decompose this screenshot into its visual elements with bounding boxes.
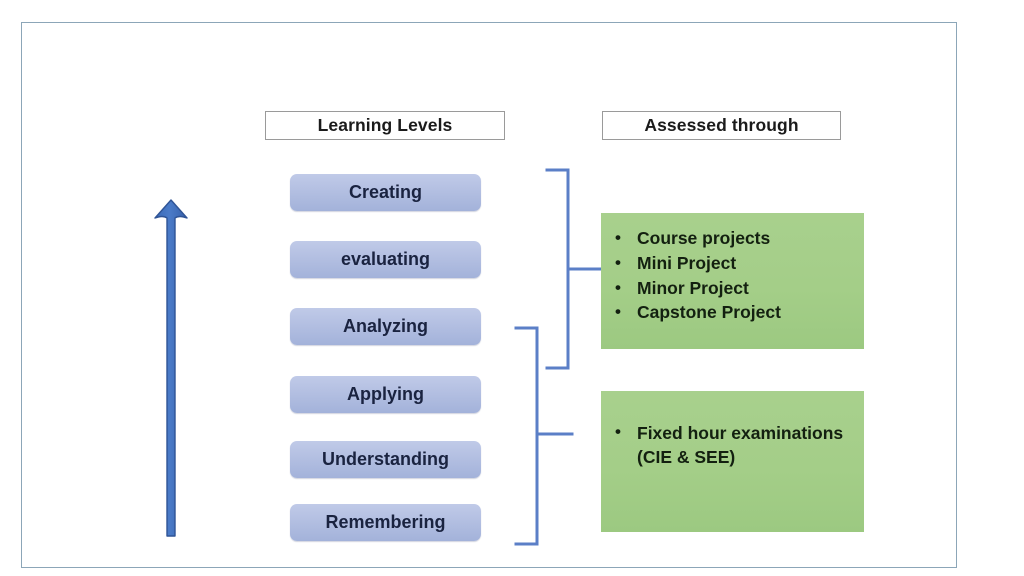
level-box-understanding[interactable]: Understanding xyxy=(290,441,481,478)
column-header-learning-levels: Learning Levels xyxy=(265,111,505,140)
bullet-icon: • xyxy=(615,302,621,322)
list-item: • Capstone Project xyxy=(615,301,852,324)
level-box-applying[interactable]: Applying xyxy=(290,376,481,413)
list-item: • Mini Project xyxy=(615,252,852,275)
level-box-analyzing[interactable]: Analyzing xyxy=(290,308,481,345)
level-box-remembering-label: Remembering xyxy=(325,512,446,532)
slide-frame: Learning Levels Assessed through C xyxy=(21,22,957,568)
list-item: • Fixed hour examinations (CIE & SEE) xyxy=(615,421,852,469)
bullet-icon: • xyxy=(615,252,621,272)
column-header-learning-levels-label: Learning Levels xyxy=(317,115,453,135)
progression-arrow-icon xyxy=(150,195,192,543)
assessment-item-label: Capstone Project xyxy=(637,302,781,323)
assessment-item-label: Mini Project xyxy=(637,252,737,273)
bullet-icon: • xyxy=(615,277,621,297)
bracket-higher-levels-icon xyxy=(545,165,605,373)
bracket-lower-levels-icon xyxy=(514,323,574,549)
column-header-assessed-through-label: Assessed through xyxy=(644,115,799,135)
list-item: • Course projects xyxy=(615,227,852,250)
level-box-evaluating[interactable]: evaluating xyxy=(290,241,481,278)
bullet-icon: • xyxy=(615,228,621,247)
assessment-panel-projects: • Course projects • Mini Project • Minor… xyxy=(601,213,864,349)
level-box-remembering[interactable]: Remembering xyxy=(290,504,481,541)
assessment-item-label: Course projects xyxy=(637,228,771,248)
column-header-assessed-through: Assessed through xyxy=(602,111,841,140)
assessment-item-label: Minor Project xyxy=(637,277,749,298)
level-box-creating-label: Creating xyxy=(348,182,422,202)
level-box-applying-label: Applying xyxy=(347,384,424,404)
level-box-evaluating-label: evaluating xyxy=(340,249,431,269)
assessment-item-label: Fixed hour examinations (CIE & SEE) xyxy=(637,423,844,468)
assessment-panel-examinations: • Fixed hour examinations (CIE & SEE) xyxy=(601,391,864,532)
level-box-analyzing-label: Analyzing xyxy=(342,316,428,336)
level-box-creating[interactable]: Creating xyxy=(290,174,481,211)
level-box-understanding-label: Understanding xyxy=(321,449,449,469)
list-item: • Minor Project xyxy=(615,277,852,300)
bullet-icon: • xyxy=(615,422,621,441)
